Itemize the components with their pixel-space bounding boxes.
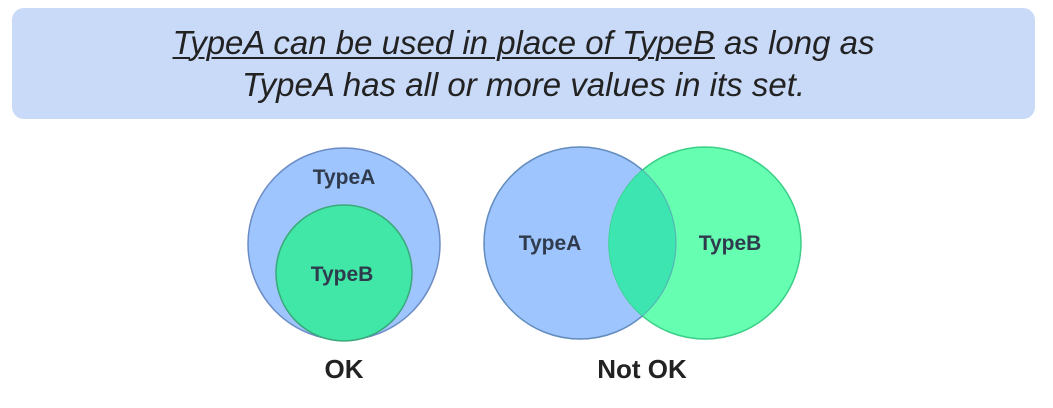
overlap-region (609, 147, 676, 339)
ok-diagram: TypeA TypeB OK (247, 147, 441, 384)
not-ok-diagram: TypeA TypeB Not OK (483, 146, 802, 384)
not-ok-type-a-label: TypeA (519, 232, 582, 255)
banner-line-2: TypeA has all or more values in its set. (241, 65, 806, 103)
not-ok-caption: Not OK (597, 354, 687, 384)
type-b-inner-circle (275, 204, 413, 342)
ok-caption: OK (325, 354, 364, 384)
ok-type-b-label: TypeB (311, 263, 374, 286)
type-a-outline (483, 146, 677, 340)
explanation-banner: TypeA can be used in place of TypeB as l… (12, 8, 1035, 119)
banner-underlined-phrase: TypeA can be used in place of TypeB (172, 23, 715, 61)
not-ok-type-b-label: TypeB (699, 232, 762, 255)
ok-type-a-label: TypeA (313, 166, 376, 189)
banner-line-1: TypeA can be used in place of TypeB as l… (173, 22, 875, 64)
banner-line-1-rest: as long as (714, 23, 875, 61)
